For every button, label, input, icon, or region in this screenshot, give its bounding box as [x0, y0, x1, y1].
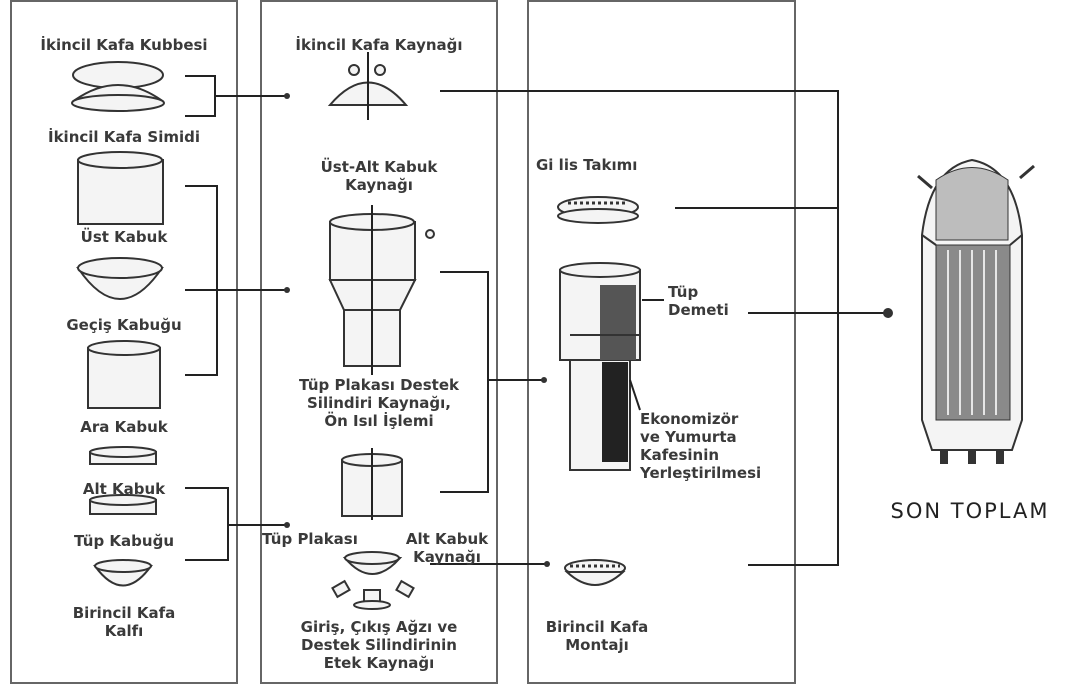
tube-bundle-drawing	[560, 263, 640, 470]
label-tube-plate-support: Tüp Plakası Destek Silindiri Kaynağı, Ön…	[260, 376, 498, 430]
label-primary-head-ring: İkincil Kafa Simidi	[10, 128, 238, 146]
label-line: Silindiri Kaynağı,	[260, 394, 498, 412]
label-line: Yerleştirilmesi	[640, 464, 790, 482]
label-tube-shell: Tüp Kabuğu	[10, 532, 238, 550]
label-line: Birincil Kafa	[527, 618, 667, 636]
label-nozzle-weld: Giriş, Çıkış Ağzı ve Destek Silindirinin…	[260, 618, 498, 672]
label-economizer: Ekonomizör ve Yumurta Kafesinin Yerleşti…	[640, 410, 790, 482]
label-line: Kaynağı	[392, 548, 502, 566]
label-line: Üst-Alt Kabuk	[260, 158, 498, 176]
middle-shell-drawing	[88, 341, 160, 408]
label-line: Demeti	[668, 301, 738, 319]
label-dryer: Gi lis Takımı	[536, 156, 676, 174]
label-middle-shell: Ara Kabuk	[10, 418, 238, 436]
transition-shell-drawing	[78, 258, 162, 299]
label-line: Etek Kaynağı	[260, 654, 498, 672]
label-line: Ön Isıl İşlemi	[260, 412, 498, 430]
label-primary-head-cap: Birincil Kafa Kalfı	[10, 604, 238, 640]
label-line: Tüp Plakası Destek	[260, 376, 498, 394]
label-shell-weld: Üst-Alt Kabuk Kaynağı	[260, 158, 498, 194]
label-line: Birincil Kafa	[10, 604, 238, 622]
label-primary-assembly: Birincil Kafa Montajı	[527, 618, 667, 654]
label-line: Giriş, Çıkış Ağzı ve	[260, 618, 498, 636]
lower-shell-drawing	[90, 447, 156, 464]
label-line: Ekonomizör	[640, 410, 790, 428]
label-line: Alt Kabuk	[392, 530, 502, 548]
tube-plate-support-drawing	[330, 205, 434, 375]
label-head-weld: İkincil Kafa Kaynağı	[260, 36, 498, 54]
label-line: ve Yumurta	[640, 428, 790, 446]
primary-assembly-drawing	[565, 560, 625, 585]
label-line: Kaynağı	[260, 176, 498, 194]
label-primary-head-dome: İkincil Kafa Kubbesi	[10, 36, 238, 54]
head-dome-drawing	[72, 62, 164, 111]
label-line: Tüp	[668, 283, 738, 301]
label-lower-shell-weld: Alt Kabuk Kaynağı	[392, 530, 502, 566]
upper-shell-drawing	[78, 152, 163, 224]
dryer-drawing	[558, 197, 638, 223]
label-final-assembly: SON TOPLAM	[880, 502, 1060, 520]
label-upper-shell: Üst Kabuk	[10, 228, 238, 246]
label-line: Kalfı	[10, 622, 238, 640]
label-line: Kafesinin	[640, 446, 790, 464]
label-tube-plate: Tüp Plakası	[262, 530, 392, 548]
head-cap-drawing	[95, 560, 151, 586]
final-assembly-drawing	[918, 160, 1034, 464]
label-line: Destek Silindirinin	[260, 636, 498, 654]
label-transition-shell: Geçiş Kabuğu	[10, 316, 238, 334]
label-lower-shell: Alt Kabuk	[10, 480, 238, 498]
label-tube-bundle: Tüp Demeti	[668, 283, 738, 319]
head-weld-drawing	[330, 52, 406, 120]
tube-plate-drawing	[342, 448, 402, 520]
label-line: Montajı	[527, 636, 667, 654]
